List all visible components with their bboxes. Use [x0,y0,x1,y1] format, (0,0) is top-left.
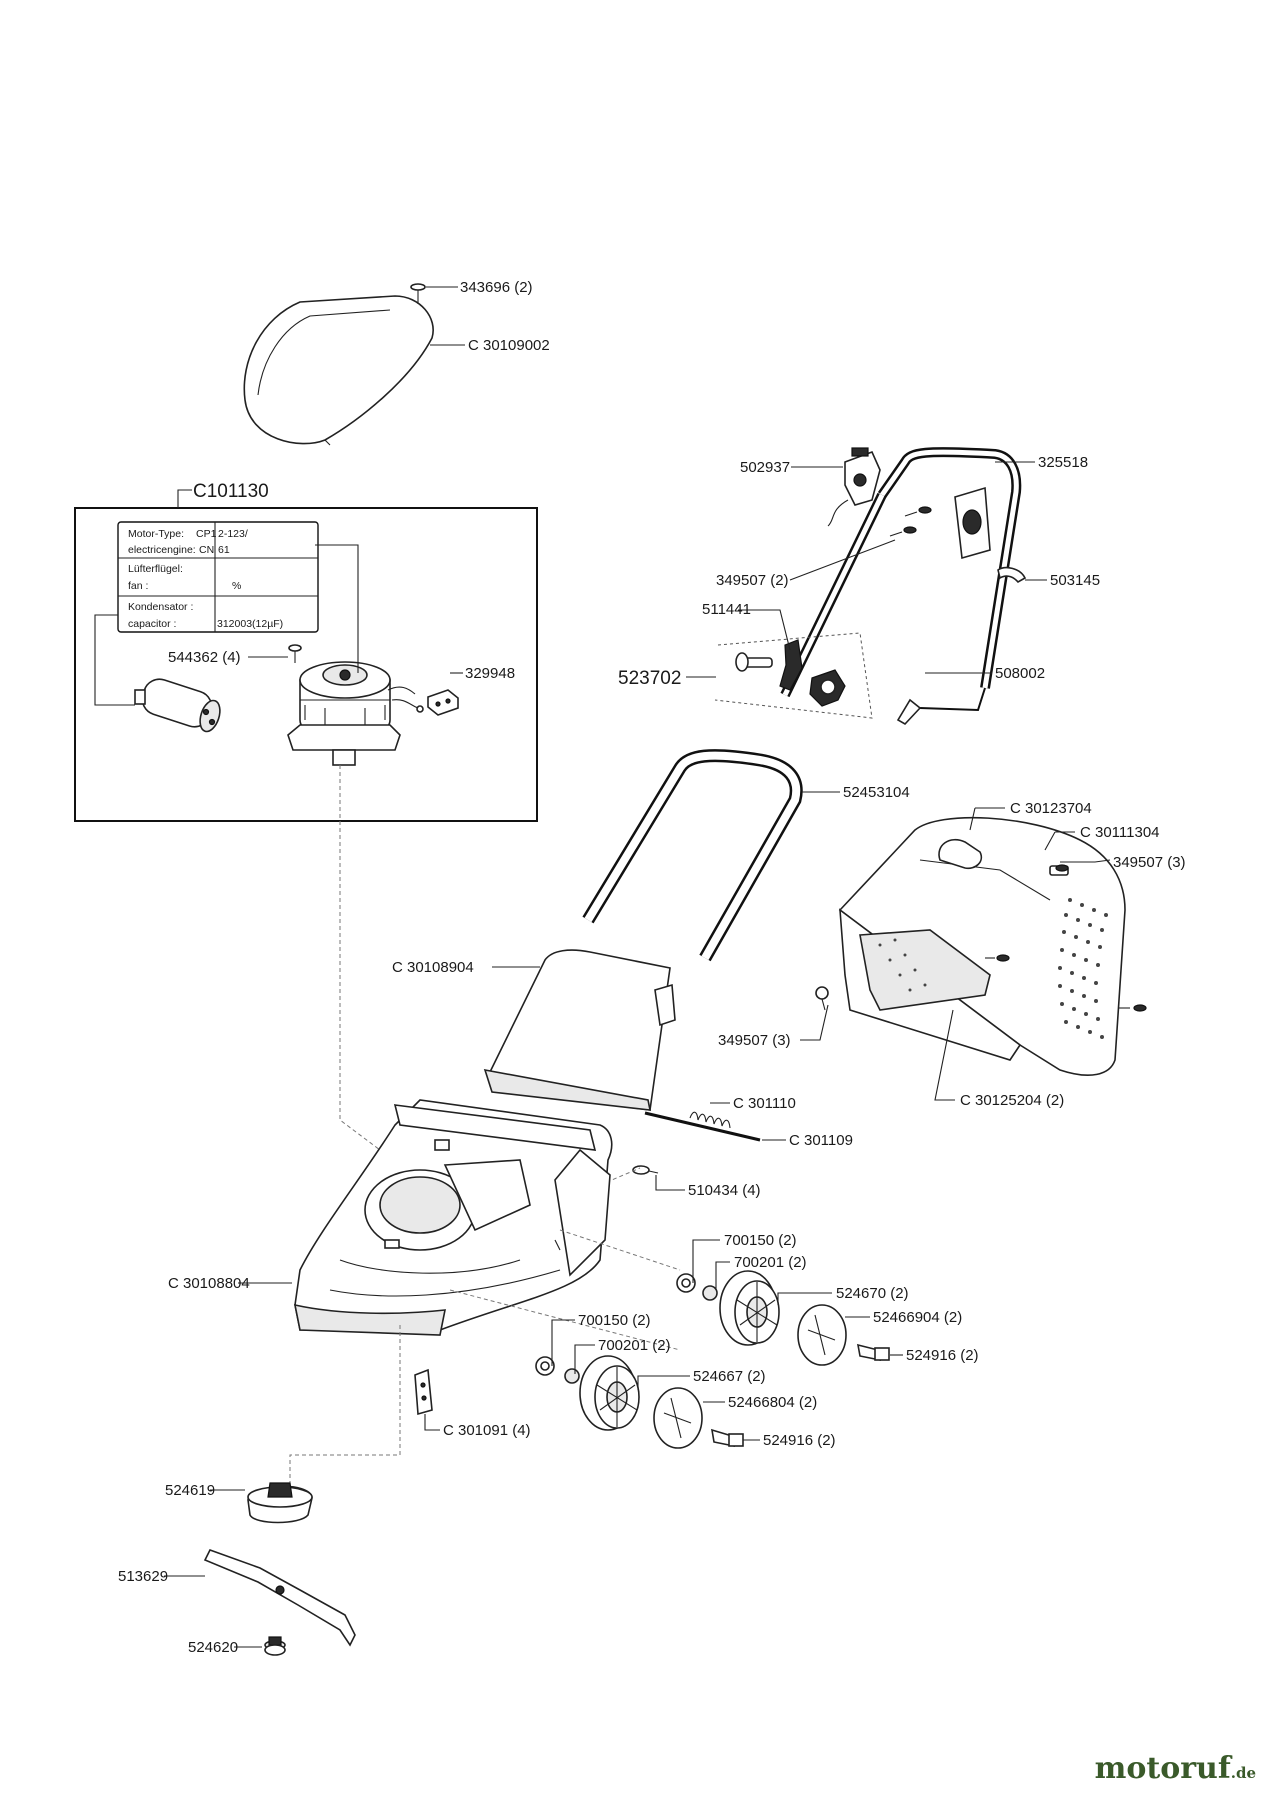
label-c30109002: C 30109002 [468,337,550,354]
label-52466904: 52466904 (2) [873,1309,962,1326]
label-524619: 524619 [165,1482,215,1499]
label-c101130: C101130 [193,481,269,502]
label-523702: 523702 [618,668,681,689]
spec-capacitor-de-label: Kondensator : [128,601,193,613]
blade-513629 [203,1549,356,1647]
label-700201b: 700201 (2) [598,1337,671,1354]
label-c301109: C 301109 [789,1132,853,1149]
label-513629: 513629 [118,1568,168,1585]
label-325518: 325518 [1038,454,1088,471]
label-700150a: 700150 (2) [724,1232,797,1249]
label-c30108904: C 30108904 [392,959,474,976]
label-343696: 343696 (2) [460,279,533,296]
label-c30123704: C 30123704 [1010,800,1092,817]
rod-c301110 [644,1111,761,1142]
screw-510434 [632,1165,659,1175]
height-clip-c301091 [414,1368,433,1416]
label-511441: 511441 [702,601,751,618]
spec-fan-value: % [232,580,241,592]
spec-electric-engine-prefix: CN [199,544,214,556]
label-329948: 329948 [465,665,515,682]
label-c301091: C 301091 (4) [443,1422,531,1439]
label-c30111304: C 30111304 [1080,824,1160,841]
label-700201a: 700201 (2) [734,1254,807,1271]
blade-adapter-524619 [247,1482,313,1524]
capacitor-part [134,678,221,733]
label-524670: 524670 (2) [836,1285,909,1302]
motor-assembly-box [74,507,538,822]
screws-349507-box [815,864,1147,1012]
blade-bolt-524620 [264,1636,286,1656]
label-524667: 524667 (2) [693,1368,766,1385]
label-510434: 510434 (4) [688,1182,761,1199]
clip-503145 [997,566,1027,584]
electric-motor [287,661,424,766]
wheel-set-rear [676,1270,890,1366]
grass-box-mesh [878,898,1108,1039]
label-508002: 508002 [995,665,1045,682]
spec-capacitor-value: 312003(12µF) [217,618,283,630]
label-52453104: 52453104 [843,784,910,801]
spec-electric-engine-value: 61 [218,544,230,556]
lower-handle-52453104 [582,749,803,962]
spec-electric-engine-label: electricengine: [128,544,196,556]
label-c30108804: C 30108804 [168,1275,250,1292]
label-524916a: 524916 (2) [906,1347,979,1364]
spec-fan-de-label: Lüfterflügel: [128,563,183,575]
label-700150b: 700150 (2) [578,1312,651,1329]
knob-523702 [809,669,846,707]
label-349507-3b: 349507 (3) [718,1032,791,1049]
switch-502937 [827,447,881,527]
spec-capacitor-en-label: capacitor : [128,618,176,630]
motor-cover [243,295,434,446]
grass-box [838,816,1126,1076]
spec-motor-type-value: 2-123/ [218,528,248,540]
spec-motor-type-label: Motor-Type: [128,528,184,540]
label-349507-2: 349507 (2) [716,572,789,589]
label-503145: 503145 [1050,572,1100,589]
switch-plate-325518 [954,486,991,560]
brand-logo[interactable]: motoruf.de [1095,1751,1256,1786]
label-524620: 524620 [188,1639,238,1656]
label-544362: 544362 (4) [168,649,241,666]
label-349507-3a: 349507 (3) [1113,854,1186,871]
label-c30125204: C 30125204 (2) [960,1092,1064,1109]
spec-fan-en-label: fan : [128,580,148,592]
mower-deck-c30108804 [293,1099,613,1336]
label-524916b: 524916 (2) [763,1432,836,1449]
wheel-set-front [535,1355,744,1449]
label-c301110: C 301110 [733,1095,796,1112]
spec-motor-type-prefix: CP1 [196,528,217,540]
screw-343696 [410,283,426,304]
brand-tld: .de [1230,1764,1256,1782]
rear-flap-c30108904 [483,949,676,1111]
screw-349507-handle [889,506,932,537]
label-52466804: 52466804 (2) [728,1394,817,1411]
connector-329948 [427,689,459,716]
label-502937: 502937 [740,459,790,476]
brand-name: motoruf [1094,1751,1231,1786]
part-labels: 343696 (2) C 30109002 C101130 502937 325… [118,279,1186,1656]
bracket-511441 [735,639,803,691]
screw-544362 [288,644,302,663]
spec-table-text: Motor-Type: CP1 2-123/ electricengine: C… [128,528,283,630]
motor-spec-table [117,521,319,633]
